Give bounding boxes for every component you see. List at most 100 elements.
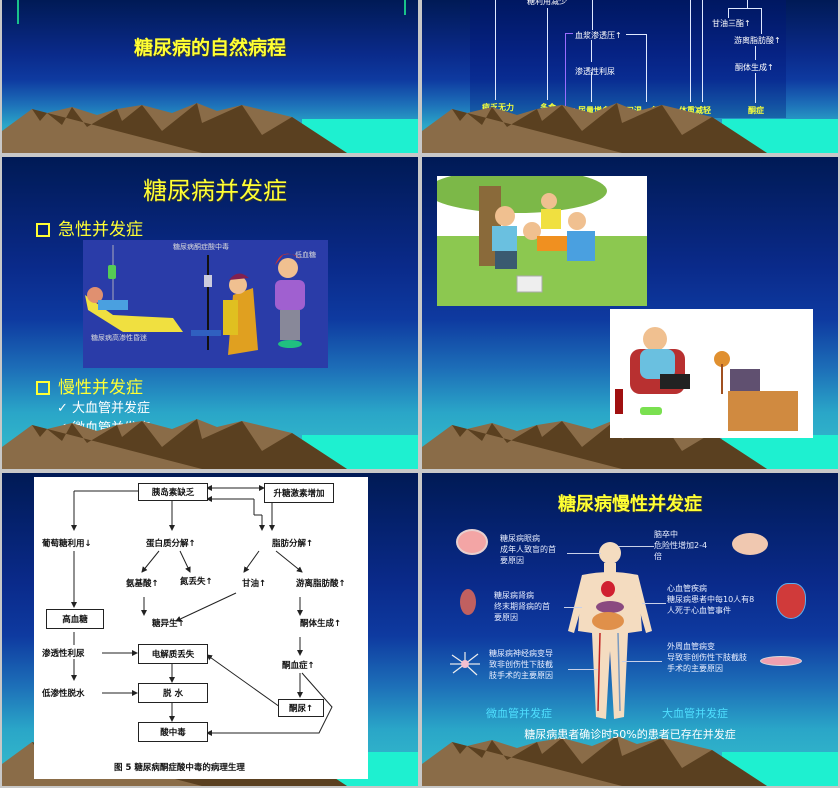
- green-marker-left: [17, 0, 19, 24]
- node-hypotonic-dehydration: 低渗性脱水: [42, 689, 85, 699]
- diagram-arrows: [71, 485, 333, 736]
- mountain-landscape: [2, 103, 418, 153]
- node-hyperglycemia: 高血糖: [46, 609, 104, 629]
- connector-line: [564, 607, 582, 608]
- symptom-weight-loss: 体重减轻: [679, 106, 711, 115]
- label-microvascular: 微血管并发症: [486, 707, 552, 720]
- node-insulin-deficiency: 胰岛素缺乏: [138, 483, 208, 501]
- flow-node-triglyceride: 甘油三酯↑: [712, 19, 751, 28]
- children-first-aid-illustration: [437, 176, 647, 306]
- label-macrovascular: 大血管并发症: [662, 707, 728, 720]
- connector-line: [618, 546, 654, 547]
- symptom-ketosis: 酮症: [748, 106, 764, 115]
- node-ffa: 游离脂肪酸↑: [296, 579, 346, 589]
- slide-title: 糖尿病慢性并发症: [558, 494, 702, 515]
- node-acidosis: 酸中毒: [138, 722, 208, 742]
- flow-line: [747, 0, 748, 8]
- flow-node-osmotic-diuresis: 渗透性利尿: [575, 67, 615, 76]
- slide-natural-course[interactable]: 糖尿病的自然病程: [2, 0, 418, 153]
- node-electrolyte-loss: 电解质丢失: [138, 644, 208, 664]
- slide-chronic-complications[interactable]: 糖尿病慢性并发症 糖尿病眼病成年人致盲的首要原因 糖尿病肾病终末期肾病的首要原因…: [422, 473, 838, 786]
- node-lipolysis: 脂肪分解↑: [272, 539, 314, 549]
- slide-symptom-flow[interactable]: 糖利用减少 血浆渗透压↑ 渗透性利尿 甘油三酯↑ 游离脂肪酸↑ 酮体生成↑ 疲乏…: [422, 0, 838, 153]
- flow-line: [646, 34, 647, 102]
- flow-line: [728, 8, 762, 9]
- diagram-caption: 图 5 糖尿病酮症酸中毒的病理生理: [114, 763, 245, 773]
- chronic-item-macro: ✓ 大血管并发症: [57, 401, 151, 416]
- flow-panel: [470, 0, 786, 118]
- node-ketogenesis: 酮体生成↑: [300, 619, 342, 629]
- artery-icon: [760, 656, 802, 666]
- flow-node-ketone-gen: 酮体生成↑: [735, 63, 774, 72]
- note-peripheral-vascular: 外周血管病变导致非创伤性下肢截肢手术的主要原因: [667, 642, 747, 673]
- flow-line: [728, 8, 729, 18]
- check-icon: ✓: [57, 401, 73, 416]
- mountain-landscape: [2, 419, 418, 469]
- slide-dka-pathophysiology[interactable]: 胰岛素缺乏 升糖激素增加 葡萄糖利用↓ 蛋白质分解↑ 脂肪分解↑ 氨基酸↑ 氮丢…: [2, 473, 418, 786]
- flow-line: [591, 72, 592, 102]
- checkbox-bullet-icon: [36, 223, 50, 237]
- acute-complications-illustration: 糖尿病酮症酸中毒 低血糖 糖尿病高渗性昏迷: [83, 240, 328, 368]
- flow-line: [690, 0, 691, 102]
- acute-heading: 急性并发症: [36, 215, 143, 240]
- note-retinopathy: 糖尿病眼病成年人致盲的首要原因: [500, 534, 556, 565]
- node-dehydration: 脱 水: [138, 683, 208, 703]
- node-gluconeogenesis: 糖异生↑: [152, 619, 185, 629]
- node-ketonemia: 酮血症↑: [282, 661, 315, 671]
- flow-line: [592, 0, 593, 30]
- human-body-anatomy: [568, 542, 652, 719]
- node-amino-acids: 氨基酸↑: [126, 579, 159, 589]
- flow-line: [702, 0, 703, 102]
- slide-illustrations[interactable]: [422, 157, 838, 469]
- node-ketonuria: 酮尿↑: [278, 699, 324, 717]
- mountain-landscape: [422, 736, 838, 786]
- flow-line: [591, 40, 592, 62]
- symptom-fatigue: 疲乏无力: [482, 103, 514, 112]
- footer-statistic: 糖尿病患者确诊时50%的患者已存在并发症: [524, 728, 736, 741]
- node-osmotic-diuresis: 渗透性利尿: [42, 649, 85, 659]
- note-neuropathy: 糖尿病神经病变导致非创伤性下肢截肢手术的主要原因: [489, 649, 553, 680]
- heart-icon: [776, 583, 806, 619]
- slide-complications[interactable]: 糖尿病并发症 急性并发症 糖尿病酮症酸中毒 低血糖 糖尿病高渗性昏迷 慢性并发症…: [2, 157, 418, 469]
- brain-icon: [732, 533, 768, 555]
- slide-title: 糖尿病的自然病程: [133, 37, 286, 59]
- eye-icon: [456, 529, 488, 555]
- label-hhs: 糖尿病高渗性昏迷: [91, 334, 147, 342]
- kidney-icon: [460, 589, 476, 615]
- node-nitrogen-loss: 氮丢失↑: [180, 577, 213, 587]
- symptom-polyuria: 尿量增多: [578, 106, 610, 115]
- label-dka: 糖尿病酮症酸中毒: [173, 243, 229, 251]
- flow-line: [547, 8, 548, 100]
- node-glycerol: 甘油↑: [242, 579, 267, 589]
- flow-line: [761, 8, 762, 34]
- flow-line-purple: [565, 33, 566, 109]
- slide-title: 糖尿病并发症: [143, 177, 287, 205]
- flow-line: [755, 46, 756, 60]
- flow-node-top-cut: 糖利用减少: [527, 0, 567, 6]
- connector-line: [567, 553, 601, 554]
- flow-node-plasma-osmolality: 血浆渗透压↑: [575, 31, 622, 40]
- note-nephropathy: 糖尿病肾病终末期肾病的首要原因: [494, 591, 550, 622]
- label-hypoglycemia: 低血糖: [295, 251, 316, 259]
- connector-line: [642, 603, 666, 604]
- flow-line: [495, 0, 496, 100]
- overweight-man-eating-tv-illustration: [610, 309, 813, 438]
- flow-line-purple: [565, 33, 573, 34]
- mountain-landscape: [422, 103, 838, 153]
- node-protein-breakdown: 蛋白质分解↑: [146, 539, 196, 549]
- node-counter-hormones: 升糖激素增加: [264, 483, 334, 503]
- pathophysiology-diagram: 胰岛素缺乏 升糖激素增加 葡萄糖利用↓ 蛋白质分解↑ 脂肪分解↑ 氨基酸↑ 氮丢…: [34, 477, 368, 779]
- connector-line: [568, 669, 598, 670]
- flow-line: [755, 73, 756, 103]
- neuron-icon: [450, 651, 480, 677]
- node-glucose-utilization: 葡萄糖利用↓: [42, 539, 92, 549]
- patients-cartoon: [85, 245, 305, 355]
- checkbox-bullet-icon: [36, 381, 50, 395]
- flow-line: [626, 34, 646, 35]
- green-marker-right: [404, 0, 406, 15]
- flow-node-ffa: 游离脂肪酸↑: [734, 36, 781, 45]
- chronic-heading: 慢性并发症: [36, 373, 143, 398]
- connector-line: [622, 661, 662, 662]
